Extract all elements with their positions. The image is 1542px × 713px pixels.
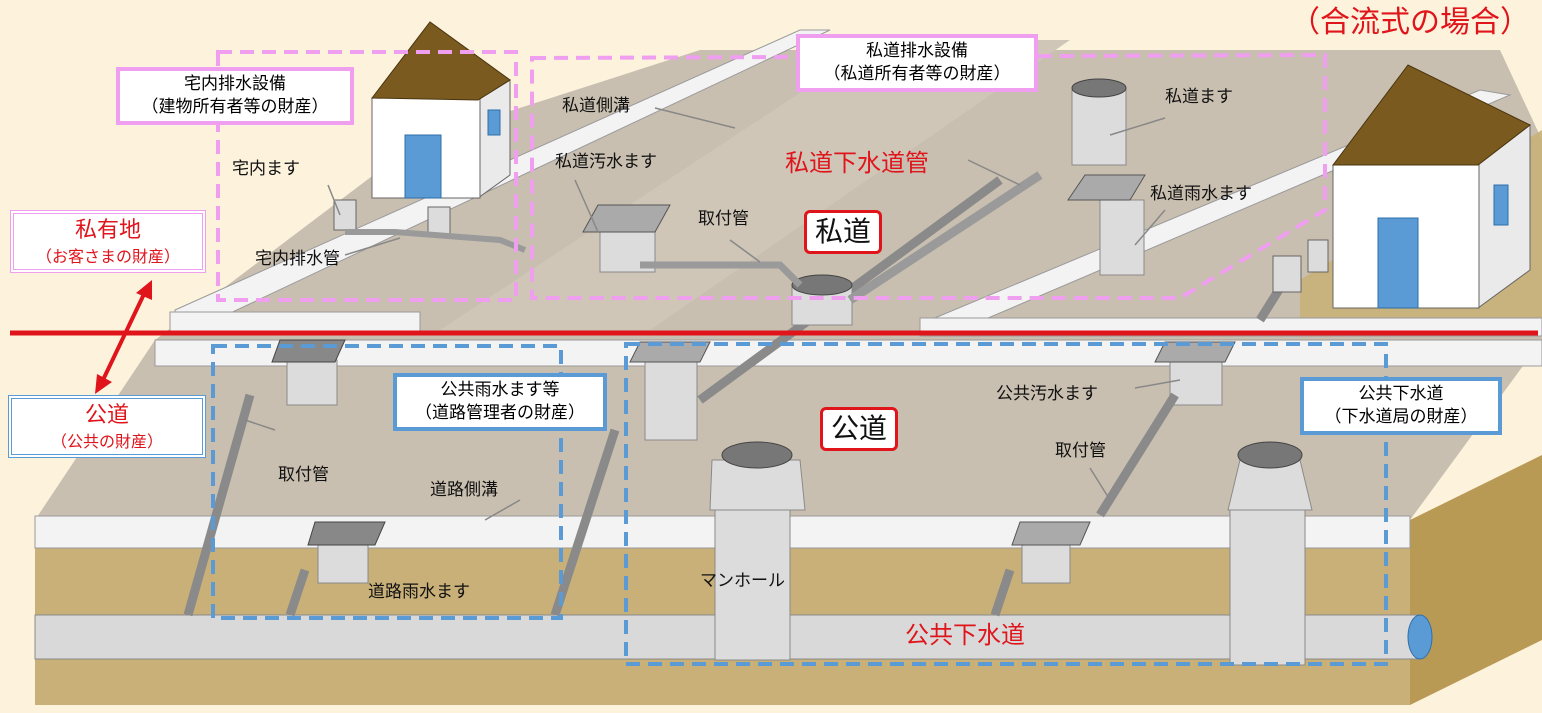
boundary-curb-left (169, 311, 421, 333)
private-road-boundary (530, 52, 1327, 300)
private-road-tag: 私道 (804, 210, 883, 254)
label-private-rain-inlet: 私道雨水ます (1150, 184, 1252, 204)
road-rain-inlet-bottom-lid (307, 521, 386, 546)
label-private-side-ditch: 私道側溝 (562, 96, 630, 116)
private-inlet-shaft (1071, 89, 1127, 166)
manhole-left-lid (721, 441, 793, 469)
public-road-subtitle: （公共の財産） (50, 431, 163, 451)
private-land-box: 私有地 （お客さまの財産） (10, 210, 206, 274)
house-right-door (1377, 217, 1419, 309)
label-house-inlet: 宅内ます (232, 159, 300, 179)
label-manhole: マンホール (700, 571, 785, 591)
sewer-pipe-end (1407, 614, 1433, 660)
ground-side-right (1410, 455, 1542, 705)
public-road-tag: 公道 (820, 407, 899, 451)
house-right-window (1493, 184, 1509, 226)
leader-lines (244, 107, 1181, 521)
private-rain-inlet-shaft (1099, 199, 1145, 276)
label-house-pipe: 宅内排水管 (255, 249, 340, 269)
house-left-door (404, 134, 442, 199)
road-rain-inlet-top-shaft (286, 359, 338, 406)
house-drain-pipe (345, 229, 527, 253)
public-rain-inlet-title: 公共雨水ます等 (440, 380, 560, 400)
label-connection-pipe-private: 取付管 (698, 209, 749, 229)
private-road-drainage-title: 私道排水設備 (866, 41, 968, 61)
road-rain-inlet-bottom-shaft (317, 544, 369, 584)
house-drainage-boundary (216, 50, 518, 302)
public-road-title: 公道 (84, 403, 129, 428)
private-road-drainage-owner: （私道所有者等の財産） (823, 63, 1011, 84)
private-connection-pipe (640, 261, 803, 288)
label-private-sewage-inlet: 私道汚水ます (555, 152, 657, 172)
house-right-inlet-a (1272, 255, 1302, 293)
house-left-roof (371, 21, 511, 101)
boundary-arrow-head-down (95, 374, 112, 394)
rain-inlet-right-lid (1011, 521, 1091, 546)
label-private-sewer-pipe: 私道下水道管 (785, 149, 929, 177)
public-inlet-mid-shaft (644, 359, 698, 441)
house-drainage-owner: （建物所有者等の財産） (141, 96, 329, 117)
boundary-arrow-head-up (136, 280, 152, 300)
public-road-box: 公道 （公共の財産） (8, 395, 206, 459)
private-road-strip (440, 40, 1070, 330)
road-rain-inlet-top-lid (271, 339, 346, 363)
boundary-arrow-shaft (100, 291, 147, 383)
label-road-side-ditch: 道路側溝 (430, 480, 498, 500)
label-road-rain-inlet: 道路雨水ます (368, 582, 470, 602)
private-inlet-lid (1071, 78, 1127, 98)
private-rain-inlet-lid (1067, 174, 1146, 201)
private-sewage-inlet-lid (582, 204, 671, 233)
house-left-window (487, 109, 501, 136)
public-sewer-boundary (624, 342, 1388, 666)
public-rain-inlet-owner: （道路管理者の財産） (415, 402, 585, 423)
private-mid-manhole-lid (791, 274, 853, 296)
label-connection-pipe-left: 取付管 (278, 465, 329, 485)
label-public-sewer-main: 公共下水道 (905, 621, 1025, 649)
public-rain-inlet-box: 公共雨水ます等 （道路管理者の財産） (393, 373, 607, 431)
label-private-inlet: 私道ます (1165, 87, 1233, 107)
manhole-right-shaft (1229, 504, 1306, 666)
rain-inlet-right-shaft (1021, 544, 1071, 584)
private-land-title: 私有地 (74, 218, 141, 243)
house-drainage-box: 宅内排水設備 （建物所有者等の財産） (116, 67, 354, 125)
private-land-subtitle: （お客さまの財産） (35, 246, 180, 266)
private-sewer-line (847, 171, 1043, 304)
diagram-title: （合流式の場合） (1290, 5, 1530, 40)
public-sewer-title: 公共下水道 (1358, 384, 1444, 404)
house-right-roof (1332, 64, 1531, 166)
label-public-sewage-inlet: 公共汚水ます (996, 384, 1098, 404)
private-road-drainage-box: 私道排水設備 （私道所有者等の財産） (796, 34, 1038, 92)
public-inlet-mid-lid (629, 341, 711, 363)
manhole-right-lid (1237, 441, 1303, 469)
manhole-left-shaft (714, 504, 791, 661)
house-drainage-title: 宅内排水設備 (184, 74, 286, 94)
public-sewer-owner: （下水道局の財産） (1324, 406, 1478, 427)
label-connection-pipe-right: 取付管 (1055, 441, 1106, 461)
house-right-inlet-b (1307, 239, 1329, 273)
public-inlet-boundary (211, 344, 563, 620)
house-inlet-left (333, 199, 357, 231)
public-sewer-box: 公共下水道 （下水道局の財産） (1300, 377, 1502, 435)
